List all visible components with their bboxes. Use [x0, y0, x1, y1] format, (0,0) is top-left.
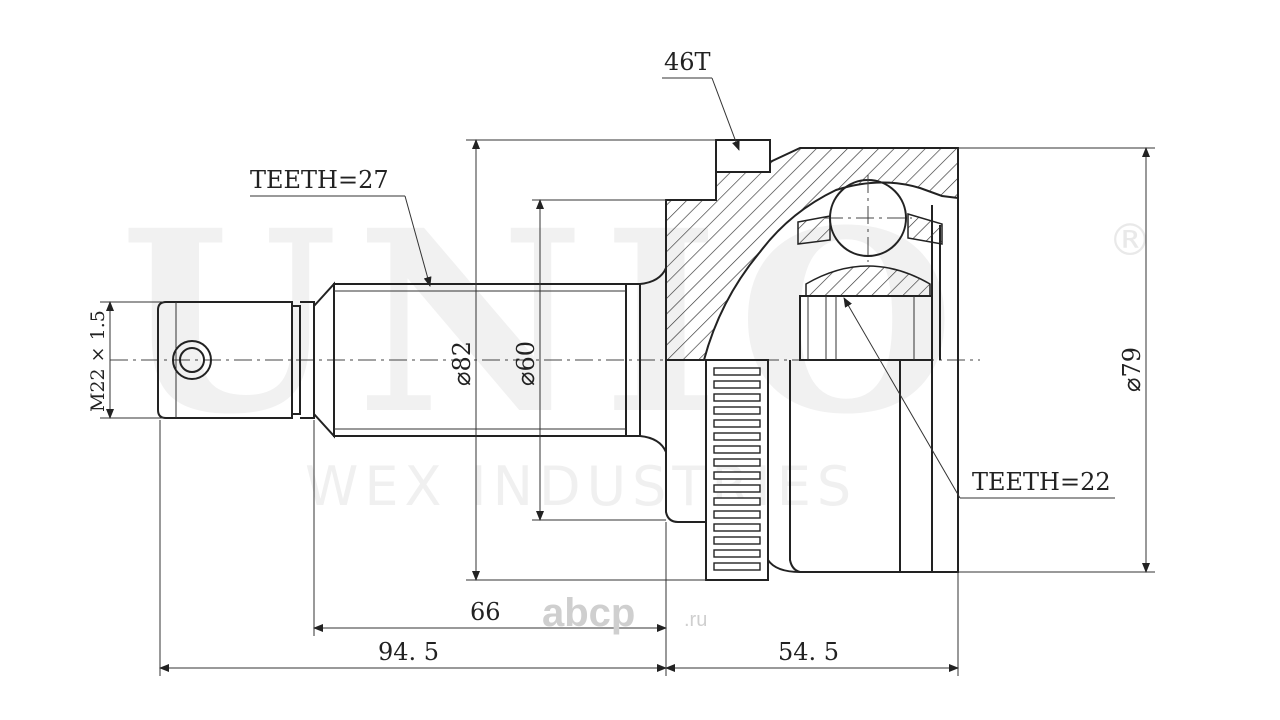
abs-ring-slot	[713, 471, 761, 480]
abs-ring-slot	[713, 406, 761, 415]
leader-inner-teeth: TEETH=22	[843, 297, 1115, 499]
source-domain: .ru	[684, 609, 707, 631]
watermark-registered-mark: ®	[1108, 215, 1152, 266]
leader-shaft-teeth: TEETH=27	[250, 166, 432, 287]
abs-ring-slot	[713, 484, 761, 493]
dim-length-54-5: 54. 5	[665, 572, 959, 676]
dim-length-94-5: 94. 5	[159, 420, 667, 676]
label-thread: M22 × 1.5	[87, 310, 109, 412]
dim-dia-79: ⌀79	[958, 147, 1155, 573]
dim-length-66: 66	[313, 420, 667, 636]
abs-ring-slot	[713, 367, 761, 376]
label-shaft-teeth: TEETH=27	[250, 166, 389, 194]
label-dia-abs: ⌀82	[448, 341, 476, 386]
inner-race	[797, 175, 943, 361]
dim-dia-60: ⌀60	[512, 199, 666, 521]
watermark-brand: UNIO	[120, 175, 973, 469]
split-pin-hole-icon	[172, 340, 212, 380]
abs-ring-teeth	[713, 367, 761, 571]
abs-ring-slot	[713, 432, 761, 441]
label-inner-teeth: TEETH=22	[972, 468, 1111, 496]
abs-ring-slot	[713, 393, 761, 402]
shaft	[157, 267, 667, 453]
leader-46t: 46T	[662, 48, 740, 151]
abs-ring-slot	[713, 458, 761, 467]
label-len-66: 66	[470, 598, 501, 626]
source-mark: abcp .ru	[542, 591, 707, 635]
outer-tooth-block	[715, 139, 771, 173]
label-len-54-5: 54. 5	[778, 638, 839, 666]
abs-ring-slot	[713, 497, 761, 506]
dim-thread: M22 × 1.5	[87, 301, 164, 419]
label-dia-shaft: ⌀60	[512, 341, 540, 386]
abs-ring-slot	[713, 510, 761, 519]
label-outer-teeth: 46T	[664, 48, 711, 76]
abs-ring-slot	[713, 445, 761, 454]
shaft-spline	[333, 283, 627, 437]
abs-tone-ring	[705, 359, 769, 581]
watermark: UNIO ® WEX INDUSTRIES	[120, 175, 1152, 518]
source-logo: abcp	[542, 591, 635, 635]
abs-ring-slot	[713, 380, 761, 389]
abs-ring-slot	[713, 536, 761, 545]
abs-ring-slot	[713, 562, 761, 571]
abs-ring-slot	[713, 549, 761, 558]
label-dia-housing: ⌀79	[1118, 347, 1146, 392]
abs-ring-slot	[713, 523, 761, 532]
abs-ring-slot	[713, 419, 761, 428]
watermark-company: WEX INDUSTRIES	[305, 455, 857, 518]
label-len-94-5: 94. 5	[378, 638, 439, 666]
